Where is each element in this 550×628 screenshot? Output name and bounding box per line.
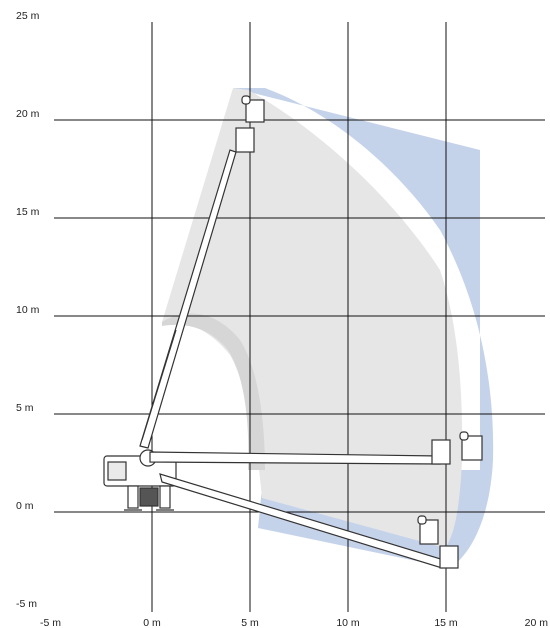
basket-top-1	[235, 127, 255, 153]
basket-top-2	[245, 99, 265, 123]
basket-low-1	[419, 519, 439, 545]
y-tick-label: 10 m	[16, 304, 40, 316]
x-tick-label: -5 m	[40, 617, 61, 628]
aerial-platform-machine	[103, 95, 483, 569]
cab	[107, 461, 127, 481]
outrigger-rear	[159, 485, 171, 509]
basket-low-2	[439, 545, 459, 569]
inner-shadow-zone	[162, 313, 265, 470]
x-tick-label: 0 m	[143, 617, 161, 628]
y-tick-label: 20 m	[16, 108, 40, 120]
y-tick-label: 15 m	[16, 206, 40, 218]
x-tick-label: 10 m	[336, 617, 360, 628]
inner-working-zone	[162, 88, 463, 548]
grid-lines	[54, 22, 545, 612]
outrigger-front	[127, 485, 139, 509]
basket-right-rail	[459, 431, 469, 441]
y-tick-label: -5 m	[16, 598, 37, 610]
basket-right-2	[461, 435, 483, 461]
x-axis-labels: -5 m 0 m 5 m 10 m 15 m 20 m	[40, 617, 548, 628]
wheel-set	[139, 487, 159, 507]
y-axis-labels: 25 m 20 m 15 m 10 m 5 m 0 m -5 m	[16, 10, 40, 610]
x-tick-label: 5 m	[241, 617, 259, 628]
x-tick-label: 20 m	[525, 617, 549, 628]
outer-working-zone	[233, 88, 494, 568]
basket-top-rail	[241, 95, 251, 105]
y-tick-label: 0 m	[16, 500, 34, 512]
y-tick-label: 25 m	[16, 10, 40, 22]
basket-right-1	[431, 439, 451, 465]
boom-upper-cylinder	[141, 329, 177, 441]
basket-low-rail	[417, 515, 427, 525]
x-tick-label: 15 m	[434, 617, 458, 628]
y-tick-label: 5 m	[16, 402, 34, 414]
